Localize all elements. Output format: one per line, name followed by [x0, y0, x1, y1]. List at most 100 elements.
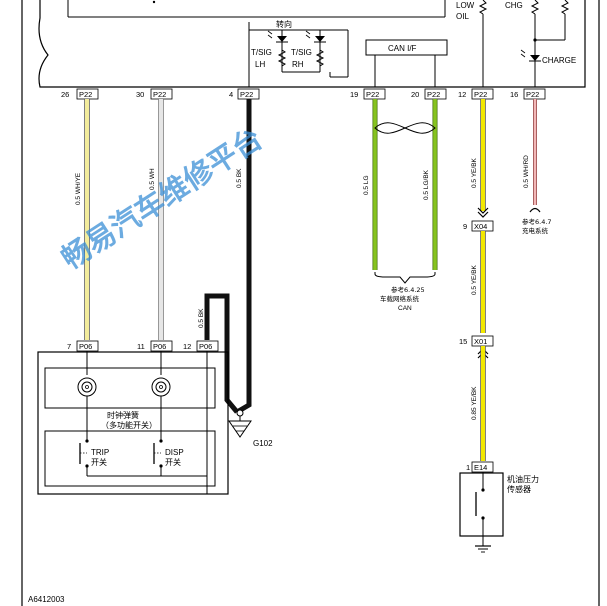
wire-lg: 0.5 LG: [363, 99, 378, 270]
wire-label-ye-bk-2: 0.5 YE/BK: [471, 264, 478, 295]
ground-g102: G102: [228, 409, 273, 448]
svg-text:26: 26: [61, 90, 69, 99]
cluster-outline: [38, 0, 586, 88]
connector-chevron-icon: [477, 207, 489, 214]
svg-text:7: 7: [67, 342, 71, 351]
svg-text:P22: P22: [153, 90, 166, 99]
clock-spring-box: [44, 367, 216, 409]
tsig-lh-resistor-icon: [277, 49, 287, 67]
p06-connector-row: 7 P06 11 P06 12 P06: [67, 340, 219, 352]
p06-pin-11: 11 P06: [137, 340, 173, 352]
svg-text:12: 12: [458, 90, 466, 99]
can-if-label: CAN I/F: [388, 44, 417, 53]
tsig-rh-resistor-icon: [315, 49, 325, 67]
svg-text:11: 11: [137, 342, 145, 351]
wire-bk-short: 0.5 BK: [198, 293, 239, 414]
wire-ye-bk-1: 0.5 YE/BK: [471, 99, 486, 211]
svg-text:4: 4: [229, 90, 233, 99]
clock-spring-sublabel: （多功能开关）: [101, 420, 157, 430]
svg-text:P22: P22: [366, 90, 379, 99]
p22-pin-16: 16 P22: [510, 88, 546, 100]
sensor-ground-icon: [475, 545, 491, 553]
svg-text:T/SIG: T/SIG: [251, 48, 272, 57]
p06-pin-7: 7 P06: [67, 340, 99, 352]
clock-spring-coil-icon: [151, 377, 171, 397]
wire-label-lg: 0.5 LG: [363, 175, 370, 195]
wire-label-bk-short: 0.5 BK: [198, 308, 205, 328]
svg-text:X01: X01: [474, 337, 487, 346]
low-oil-label-1: LOW: [456, 1, 475, 10]
p06-pin-12: 12 P06: [183, 340, 219, 352]
svg-text:12: 12: [183, 342, 191, 351]
trip-switch-icon: [79, 439, 89, 476]
svg-text:T/SIG: T/SIG: [291, 48, 312, 57]
svg-text:16: 16: [510, 90, 518, 99]
svg-text:9: 9: [463, 222, 467, 231]
svg-text:P22: P22: [474, 90, 487, 99]
charge-led-icon: [520, 49, 541, 62]
trip-switch-label: TRIP: [91, 448, 109, 457]
tsig-rh-label-1: T/SIG: [291, 48, 312, 57]
svg-text:30: 30: [136, 90, 144, 99]
svg-text:P22: P22: [79, 90, 92, 99]
svg-text:P22: P22: [240, 90, 253, 99]
turn-signal-label: 转向: [276, 19, 292, 29]
svg-text:LH: LH: [255, 60, 265, 69]
chg-resistor-2-icon: [560, 0, 570, 15]
wire-label-wh-rd: 0.5 WH/RD: [523, 155, 530, 188]
figure-id: A6412003: [28, 595, 65, 604]
disp-switch-sublabel: 开关: [165, 457, 181, 467]
svg-text:X04: X04: [474, 222, 487, 231]
chg-ref-line-2: 充电系统: [522, 226, 549, 235]
disp-switch-label: DISP: [165, 448, 184, 457]
p22-pin-4: 4 P22: [229, 88, 260, 100]
wire-label-lg-bk: 0.5 LG/BK: [423, 169, 430, 200]
tsig-rh-label-2: RH: [292, 60, 304, 69]
svg-text:E14: E14: [474, 463, 487, 472]
chg-resistor-icon: [530, 0, 540, 15]
e14-connector: 1 E14: [466, 461, 494, 473]
p22-pin-12: 12 P22: [458, 88, 494, 100]
p22-pin-30: 30 P22: [136, 88, 173, 100]
p22-connector-row: 26 P22 30 P22 4 P22 19 P22 20 P22 12 P22: [61, 88, 546, 100]
wire-wh-ye: 0.5 WH/YE: [75, 99, 90, 340]
chg-label: CHG: [505, 1, 523, 10]
can-if-box: [365, 39, 448, 56]
wire-label-ye-bk-3: 0.85 YE/BK: [471, 386, 478, 420]
can-ref-line-1: 参考6.4.25: [391, 285, 425, 294]
svg-text:P22: P22: [526, 90, 539, 99]
assembly-outline: [37, 351, 229, 495]
chg-junction: [533, 38, 537, 42]
svg-text:P06: P06: [153, 342, 166, 351]
low-oil-resistor-icon: [478, 0, 488, 15]
disp-switch-icon: [153, 439, 163, 476]
oil-pressure-sensor: 机油压力 传感器: [459, 472, 539, 553]
instrument-cluster: 转向 T/SIG LH T/SIG RH CAN I: [38, 0, 586, 88]
ground-terminal: [236, 409, 244, 417]
wire-label-wh-ye: 0.5 WH/YE: [75, 172, 82, 205]
wire-label-bk: 0.5 BK: [236, 168, 243, 188]
multifunction-switch-assembly: 时钟弹簧 （多功能开关） TRIP 开关 DISP 开关: [37, 351, 229, 495]
svg-text:1: 1: [466, 463, 470, 472]
oil-sensor-label-2: 传感器: [507, 484, 531, 494]
wire-wh: 0.5 WH: [149, 99, 164, 340]
ground-icon: [228, 420, 252, 438]
p22-pin-19: 19 P22: [350, 88, 386, 100]
x04-connector: 9 X04: [463, 220, 494, 232]
svg-text:15: 15: [459, 337, 467, 346]
connector-chevron-icon: [477, 211, 489, 218]
low-oil-label-2: OIL: [456, 12, 469, 21]
switch-box: [44, 430, 216, 487]
ground-label: G102: [253, 439, 273, 448]
wire-label-wh: 0.5 WH: [149, 168, 156, 190]
tsig-lh-label-1: T/SIG: [251, 48, 272, 57]
svg-text:P22: P22: [427, 90, 440, 99]
p22-pin-26: 26 P22: [61, 88, 99, 100]
charge-label: CHARGE: [542, 56, 576, 65]
x01-connector: 15 X01: [459, 335, 494, 347]
tsig-rh-led-icon: [305, 30, 326, 43]
chg-ref-line-1: 参考6.4.7: [522, 217, 552, 226]
junction-dot: [152, 0, 156, 4]
sensor-outline: [459, 472, 504, 537]
